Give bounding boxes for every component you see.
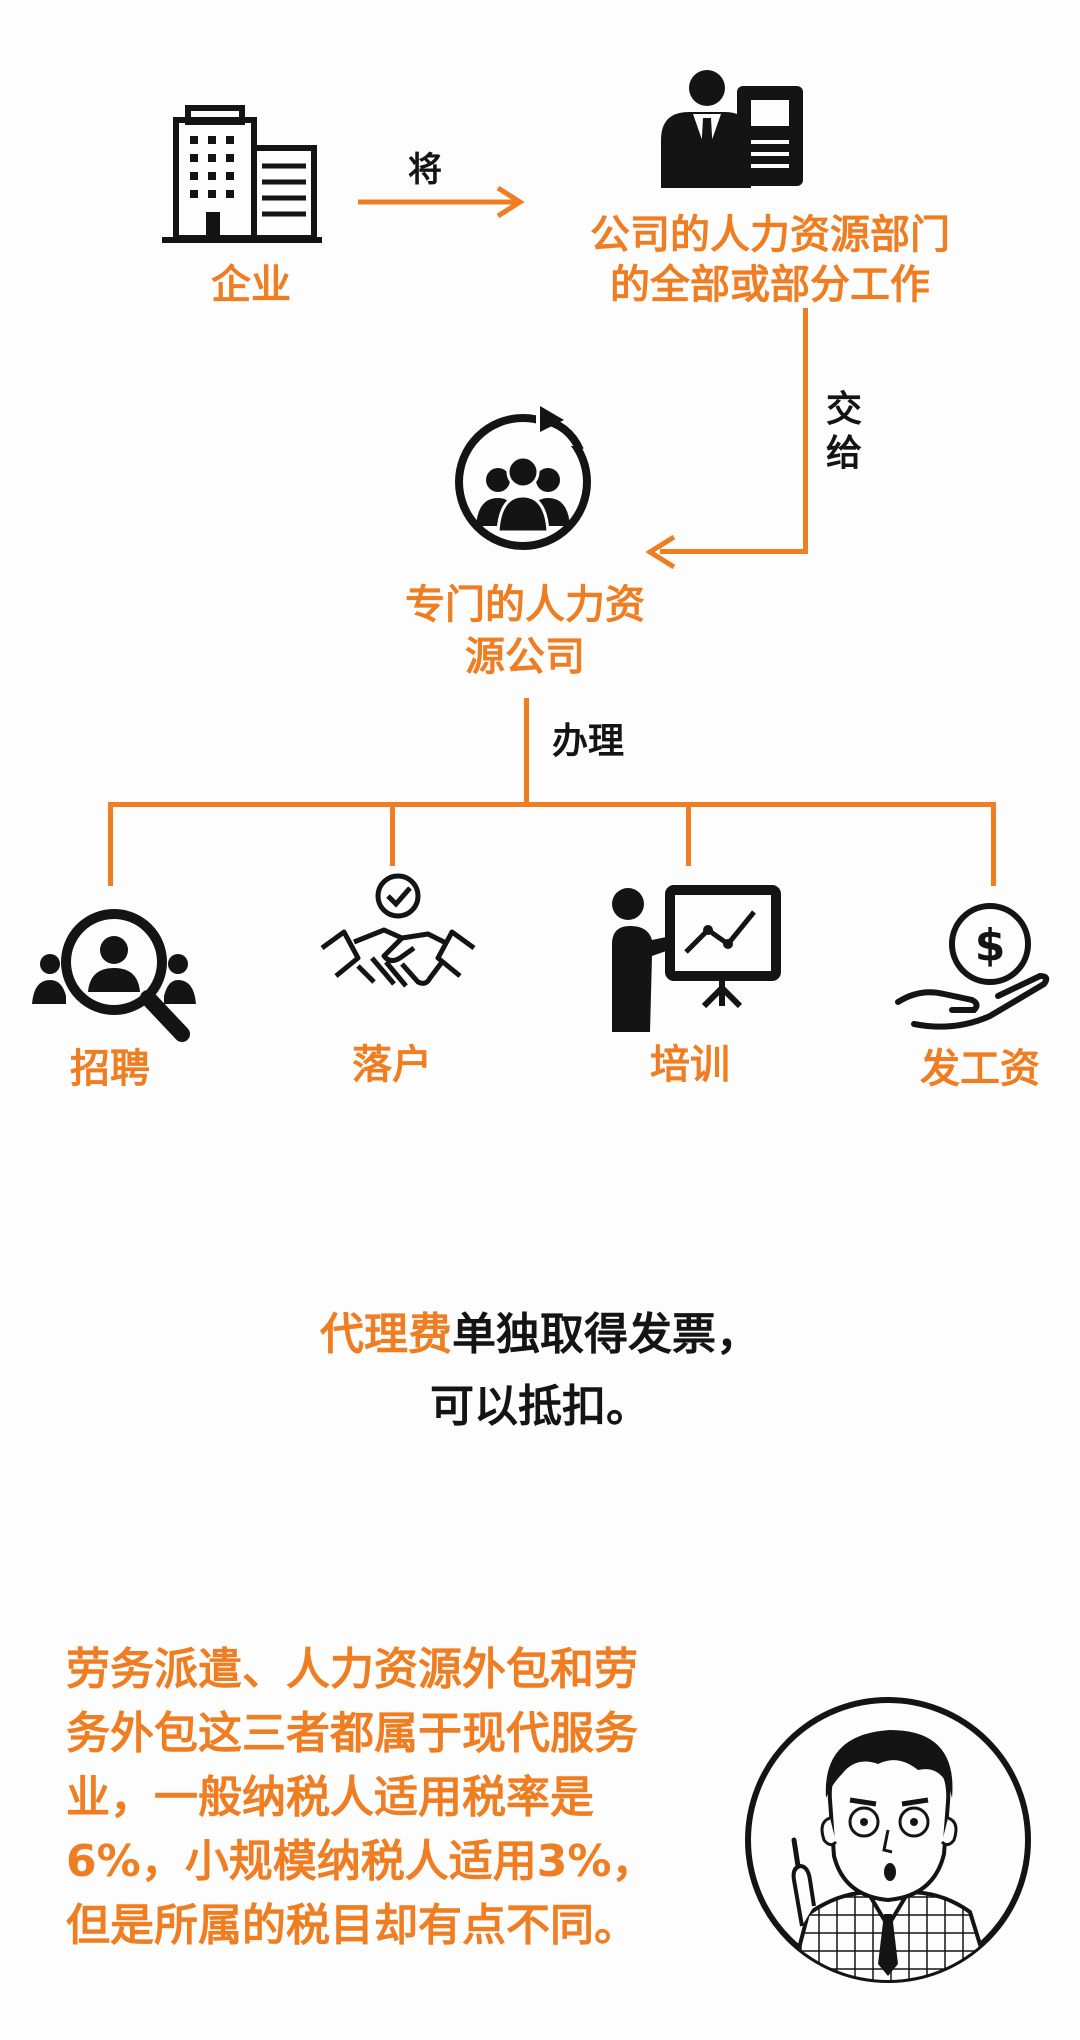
hr-department-icon — [655, 68, 815, 198]
summary-line-1: 劳务派遣、人力资源外包和劳 — [66, 1644, 638, 1695]
hr-department-label-line2: 的全部或部分工作 — [610, 262, 930, 308]
magnifier-person-icon — [30, 900, 200, 1050]
arrow-label-jiaogei: 交给 — [826, 389, 863, 474]
service-label-settle: 落户 — [352, 1042, 432, 1088]
building-icon — [158, 100, 326, 245]
connector-trunk — [524, 698, 529, 806]
connector-leaf-1 — [108, 802, 113, 886]
handshake-icon — [318, 872, 478, 1022]
arrow-right-icon — [358, 184, 528, 220]
fee-note-rest: 单独取得发票， — [452, 1309, 760, 1360]
summary-line-2: 务外包这三者都属于现代服务 — [66, 1708, 638, 1759]
arrow-label-jiang: 将 — [408, 150, 442, 190]
cartoon-man-icon — [738, 1690, 1038, 1990]
presentation-icon — [604, 882, 784, 1042]
connector-leaf-2 — [390, 802, 395, 866]
service-label-train: 培训 — [650, 1042, 730, 1088]
fee-note: 代理费单独取得发票， — [0, 1300, 1080, 1370]
service-label-pay: 发工资 — [920, 1046, 1040, 1092]
connector-down — [803, 308, 808, 554]
connector-branch — [108, 802, 996, 807]
connector-left — [660, 549, 808, 554]
connector-leaf-3 — [686, 802, 691, 866]
summary-line-3: 业，一般纳税人适用税率是 — [66, 1772, 594, 1823]
hr-company-label-line2: 源公司 — [465, 634, 585, 680]
fee-note-line2: 可以抵扣。 — [430, 1381, 650, 1432]
arrow-left-icon — [640, 533, 680, 571]
label-banli: 办理 — [552, 721, 625, 762]
service-label-recruit: 招聘 — [70, 1046, 150, 1092]
enterprise-label: 企业 — [211, 262, 291, 308]
summary-paragraph: 劳务派遣、人力资源外包和劳 务外包这三者都属于现代服务 业，一般纳税人适用税率是… — [66, 1638, 746, 1958]
summary-line-4: 6%，小规模纳税人适用3%， — [66, 1836, 656, 1887]
hr-department-label-line1: 公司的人力资源部门 — [590, 212, 950, 258]
svg-text:$: $ — [975, 920, 1006, 971]
connector-leaf-4 — [991, 802, 996, 886]
hr-company-team-icon — [448, 404, 598, 554]
summary-line-5: 但是所属的税目却有点不同。 — [66, 1900, 638, 1951]
fee-note-highlight: 代理费 — [320, 1309, 452, 1360]
hand-coin-icon: $ — [894, 896, 1054, 1036]
hr-company-label-line1: 专门的人力资 — [405, 582, 645, 628]
